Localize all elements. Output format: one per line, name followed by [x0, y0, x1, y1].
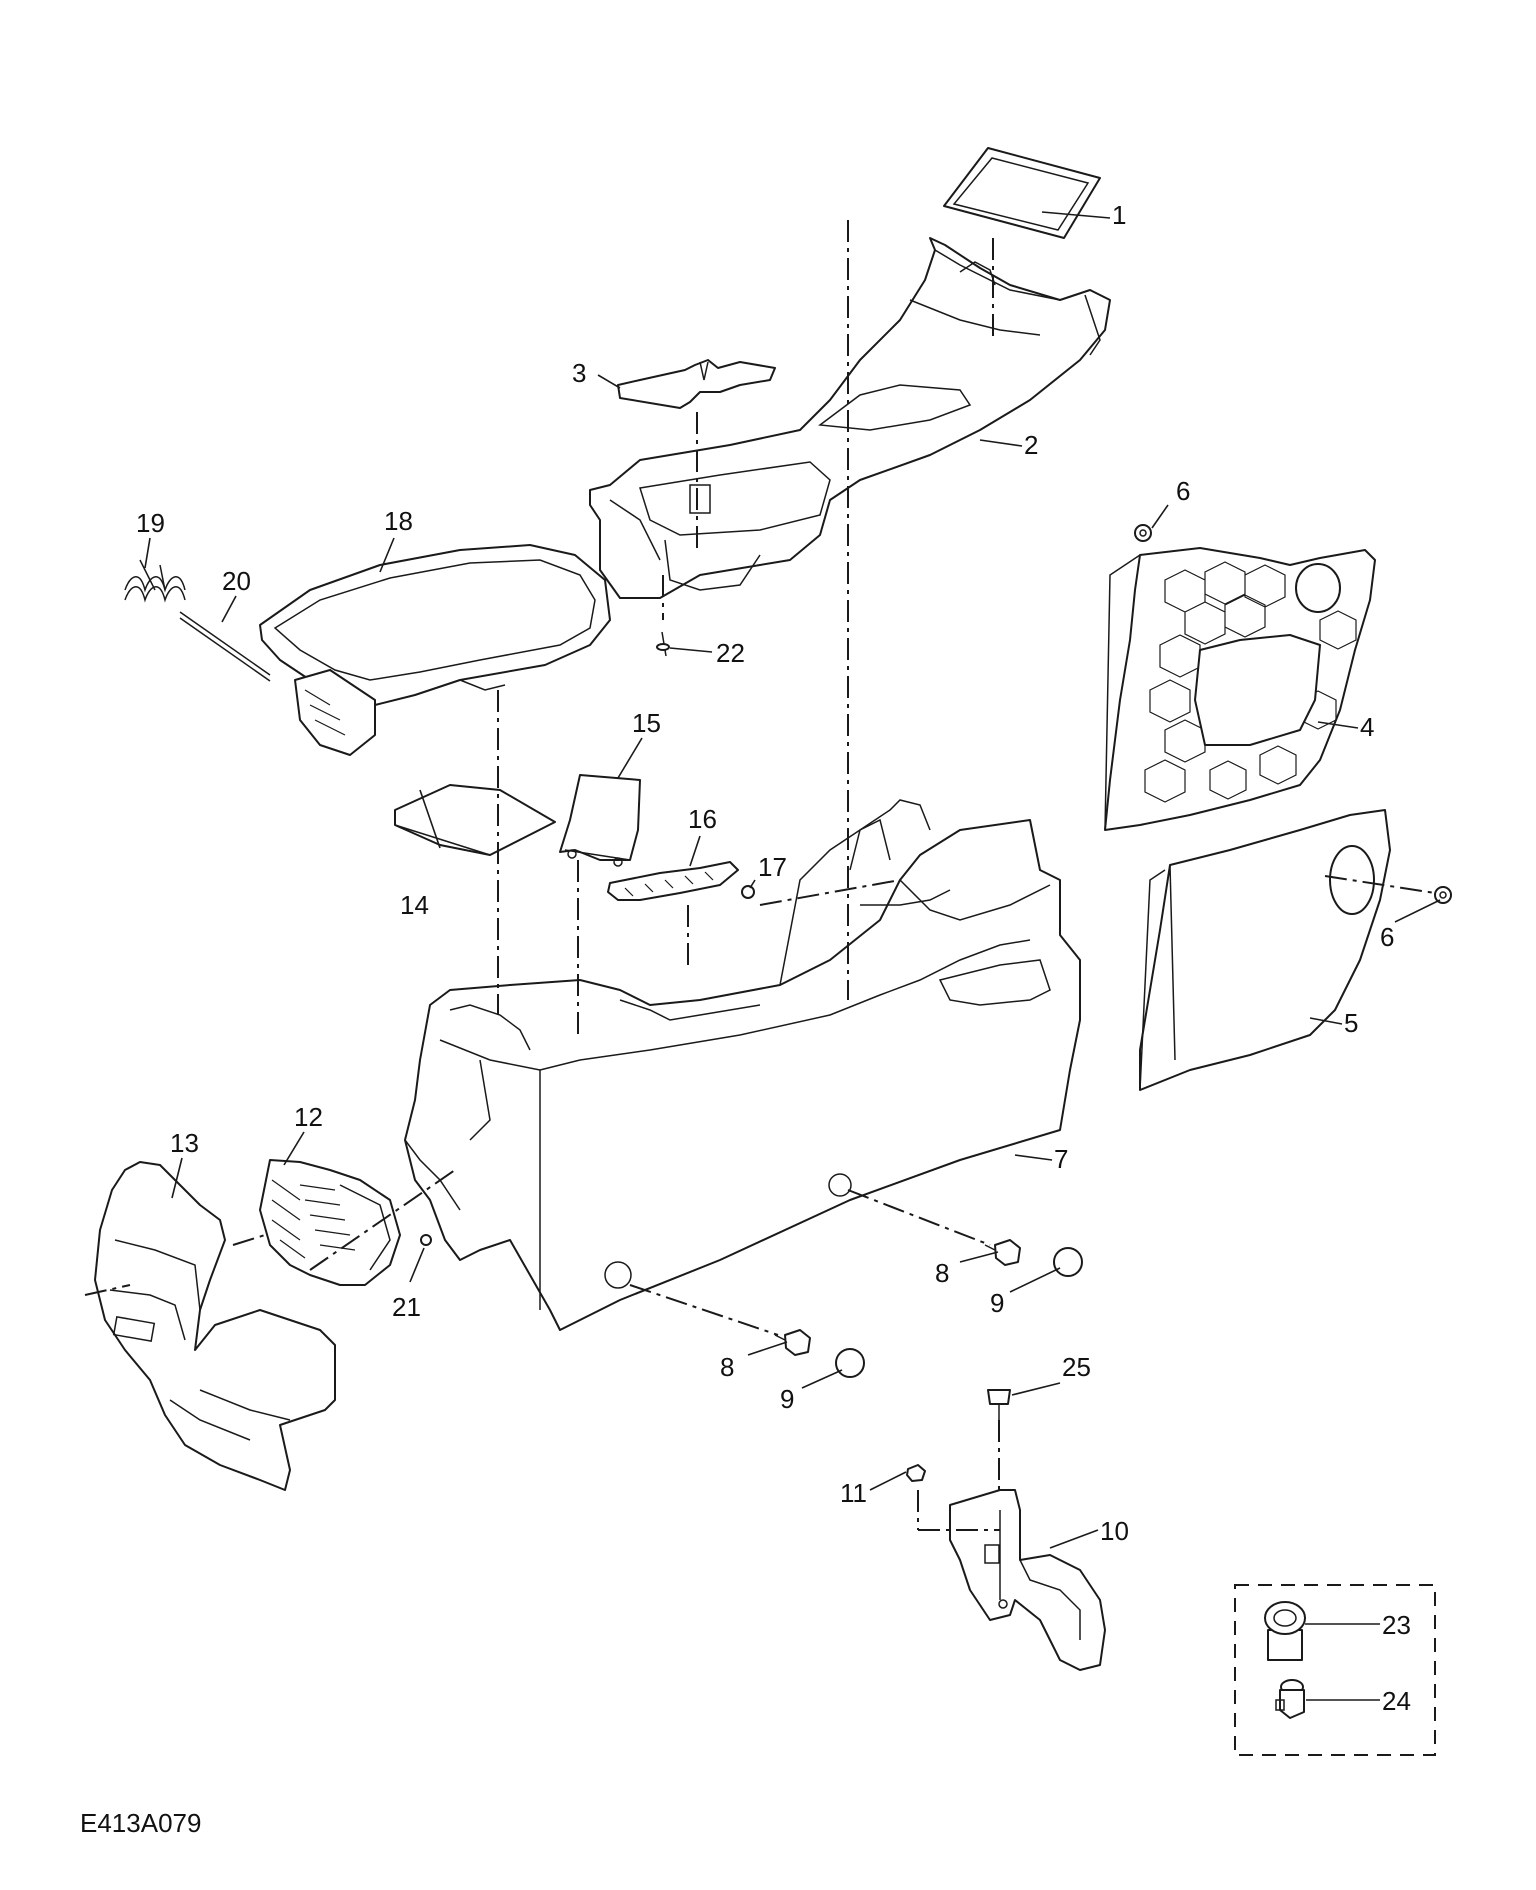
callout-8-upper: 8 [935, 1258, 949, 1288]
callout-24: 24 [1382, 1686, 1411, 1716]
part-18-armrest-lid [259, 544, 611, 756]
part-9-cap-upper [1053, 1247, 1083, 1277]
part-19-spring [124, 559, 186, 603]
part-24-connector [1275, 1679, 1305, 1719]
part-12-rear-vent [259, 1159, 401, 1286]
part-5-side-cover [1139, 809, 1391, 1091]
callout-22: 22 [716, 638, 745, 668]
part-22-pin [656, 631, 670, 657]
part-17-fastener [741, 885, 755, 899]
callout-20: 20 [222, 566, 251, 596]
part-7-console-body [404, 799, 1081, 1331]
part-4-side-panel [1104, 547, 1376, 831]
part-3-mat [617, 359, 776, 409]
callout-8-lower: 8 [720, 1352, 734, 1382]
part-11-nut [906, 1464, 926, 1482]
callout-18: 18 [384, 506, 413, 536]
part-20-rod [179, 611, 271, 682]
callout-19: 19 [136, 508, 165, 538]
part-16-switch-panel [607, 861, 739, 901]
callout-17: 17 [758, 852, 787, 882]
callout-7: 7 [1054, 1144, 1068, 1174]
part-9-cap-lower [835, 1348, 865, 1378]
part-8-screw-upper [984, 1239, 1021, 1266]
part-25-bolt [987, 1389, 1011, 1420]
part-1-mat [943, 147, 1101, 239]
callout-21: 21 [392, 1292, 421, 1322]
callout-4: 4 [1360, 712, 1374, 742]
callout-5: 5 [1344, 1008, 1358, 1038]
part-2-upper-trim [589, 237, 1111, 599]
callout-labels: 1 2 3 4 5 6 6 7 8 8 9 9 10 11 12 13 14 1… [136, 200, 1411, 1716]
callout-1: 1 [1112, 200, 1126, 230]
callout-23: 23 [1382, 1610, 1411, 1640]
alternate-parts-box [1234, 1584, 1436, 1756]
leader-lines [144, 211, 1441, 1701]
figure-id-label: E413A079 [80, 1808, 202, 1838]
part-14-pad [394, 784, 556, 856]
callout-6-lower: 6 [1380, 922, 1394, 952]
callout-16: 16 [688, 804, 717, 834]
callout-25: 25 [1062, 1352, 1091, 1382]
part-6-clip-upper [1134, 524, 1152, 542]
callout-13: 13 [170, 1128, 199, 1158]
assembly-centerlines [84, 220, 1436, 1531]
part-23-socket [1264, 1601, 1306, 1661]
callout-2: 2 [1024, 430, 1038, 460]
part-15-insert [559, 774, 641, 867]
callout-14: 14 [400, 890, 429, 920]
callout-6-upper: 6 [1176, 476, 1190, 506]
part-13-rear-panel [94, 1161, 336, 1491]
callout-11: 11 [840, 1478, 867, 1508]
callout-12: 12 [294, 1102, 323, 1132]
callout-10: 10 [1100, 1516, 1129, 1546]
part-21-screw [420, 1234, 432, 1246]
part-8-screw-lower [774, 1329, 811, 1356]
callout-9-lower: 9 [780, 1384, 794, 1414]
callout-3: 3 [572, 358, 586, 388]
part-6-clip-lower [1434, 886, 1452, 904]
callout-9-upper: 9 [990, 1288, 1004, 1318]
part-10-bracket [949, 1489, 1106, 1671]
callout-15: 15 [632, 708, 661, 738]
